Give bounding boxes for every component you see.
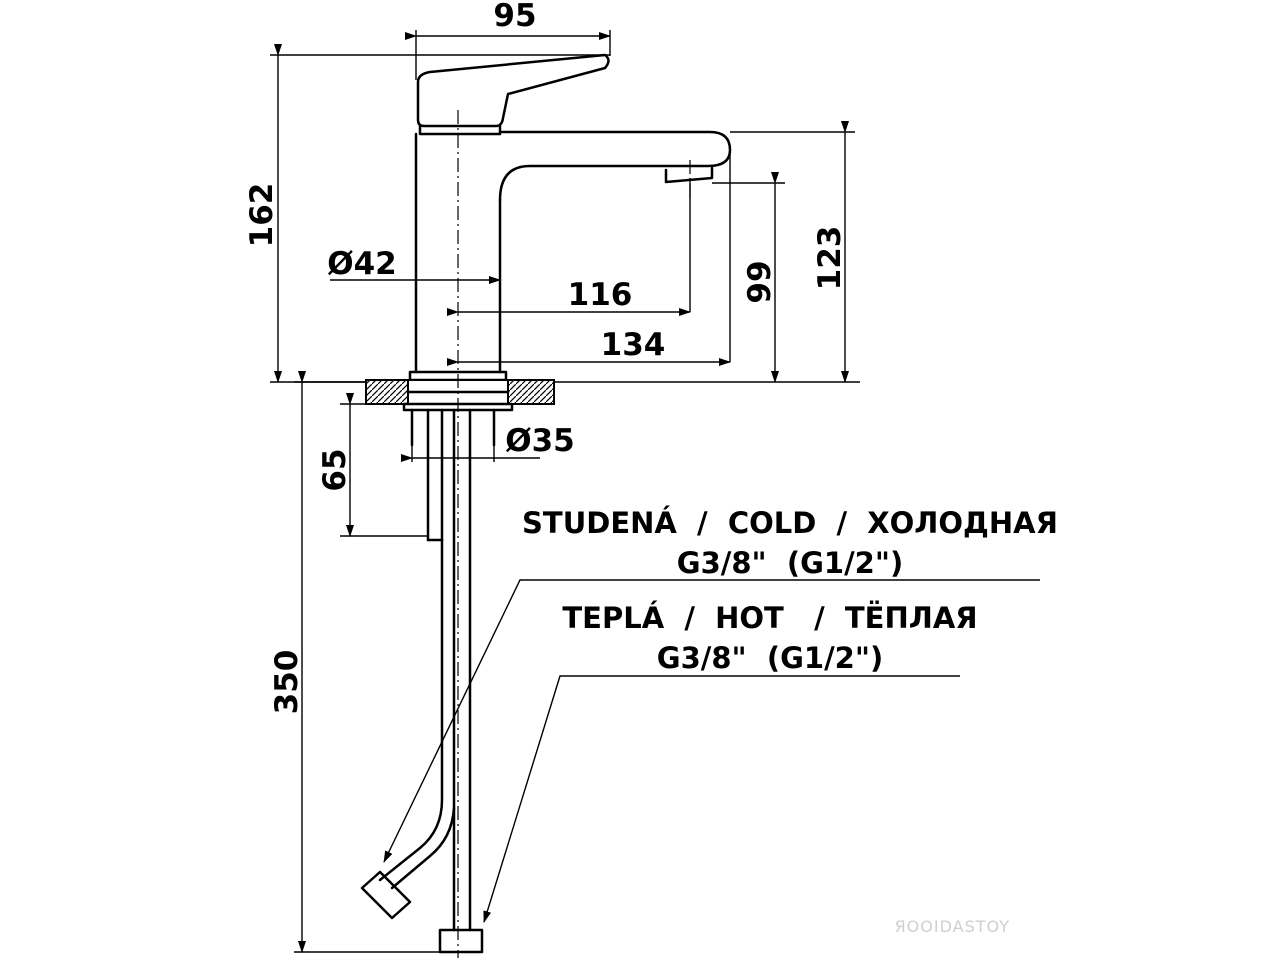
label-cold-line1: STUDENÁ / COLD / ХОЛОДНАЯ bbox=[522, 506, 1058, 540]
dimension-texts: 95 162 Ø42 116 134 99 123 65 Ø35 350 bbox=[244, 0, 848, 714]
dim-spout-reach: 116 bbox=[568, 277, 633, 313]
label-hot-line2: G3/8" (G1/2") bbox=[657, 641, 883, 675]
dim-width-top: 95 bbox=[493, 0, 536, 34]
watermark: ЯOOIDASTOY bbox=[895, 917, 1010, 936]
counter-slab bbox=[365, 379, 555, 412]
shank-and-hoses bbox=[360, 408, 496, 954]
dim-body-diameter: Ø42 bbox=[327, 246, 397, 282]
dim-shank-length: 65 bbox=[317, 448, 353, 491]
dim-hose-length: 350 bbox=[269, 650, 305, 715]
label-leaders bbox=[383, 579, 1040, 923]
faucet-body bbox=[408, 53, 732, 382]
hose-labels: STUDENÁ / COLD / ХОЛОДНАЯ G3/8" (G1/2") … bbox=[522, 506, 1058, 675]
dim-spout-height: 99 bbox=[742, 260, 778, 303]
dimension-lines bbox=[270, 30, 860, 953]
label-cold-line2: G3/8" (G1/2") bbox=[677, 546, 903, 580]
label-hot-line1: TEPLÁ / HOT / ТЁПЛАЯ bbox=[562, 601, 977, 635]
dim-spout-reach-outer: 134 bbox=[601, 327, 666, 363]
dim-shank-diameter: Ø35 bbox=[505, 423, 575, 459]
dim-spout-top-height: 123 bbox=[812, 226, 848, 291]
dim-height-total: 162 bbox=[244, 183, 280, 248]
